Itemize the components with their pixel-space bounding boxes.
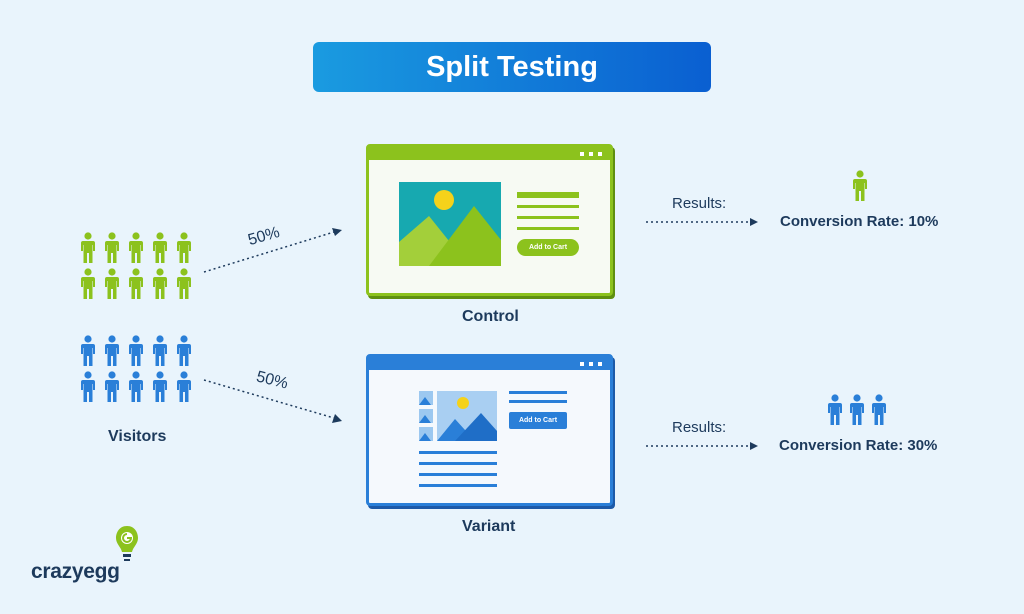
person-icon [172, 369, 196, 405]
lightbulb-logo-icon [116, 526, 138, 561]
person-icon [871, 394, 887, 431]
control-add-to-cart-button[interactable]: Add to Cart [517, 239, 579, 256]
variant-split-arrow [203, 379, 342, 423]
visitors-label: Visitors [108, 428, 167, 445]
control-page-window: Add to Cart [366, 144, 613, 296]
person-icon [124, 266, 148, 302]
person-icon [148, 333, 172, 369]
person-icon [124, 230, 148, 266]
minimize-icon [580, 361, 584, 366]
variant-hero-image-icon [437, 391, 497, 441]
close-icon [598, 151, 602, 156]
variant-window-titlebar [369, 357, 610, 370]
minimize-icon [580, 151, 584, 156]
person-icon [148, 266, 172, 302]
control-text-line [517, 192, 579, 198]
control-text-line [517, 227, 579, 230]
person-icon [852, 170, 868, 207]
person-icon [148, 369, 172, 405]
green-visitor-group [76, 230, 196, 302]
person-icon [827, 394, 843, 431]
title-banner: Split Testing [313, 42, 711, 92]
control-hero-image-icon [399, 182, 501, 266]
variant-text-line [509, 400, 567, 403]
person-icon [172, 230, 196, 266]
control-split-arrow [203, 228, 342, 273]
variant-text-line [419, 473, 497, 476]
control-converted-visitors [852, 170, 874, 207]
person-icon [100, 369, 124, 405]
control-window-titlebar [369, 147, 610, 160]
person-icon [172, 333, 196, 369]
blue-visitor-group [76, 333, 196, 405]
person-icon [849, 394, 865, 431]
person-icon [100, 266, 124, 302]
close-icon [598, 361, 602, 366]
person-icon [124, 369, 148, 405]
person-icon [76, 333, 100, 369]
person-icon [148, 230, 172, 266]
variant-text-line [509, 391, 567, 394]
control-text-line [517, 216, 579, 219]
variant-text-line [419, 451, 497, 454]
person-icon [100, 230, 124, 266]
control-results-label: Results: [672, 195, 727, 212]
variant-label: Variant [462, 518, 516, 535]
control-results-arrow [646, 218, 758, 226]
person-icon [124, 333, 148, 369]
person-icon [76, 266, 100, 302]
variant-thumbnail-icons [419, 391, 433, 441]
person-icon [76, 230, 100, 266]
person-icon [100, 333, 124, 369]
variant-text-line [419, 484, 497, 487]
variant-results-label: Results: [672, 419, 727, 436]
maximize-icon [589, 151, 593, 156]
person-icon [172, 266, 196, 302]
variant-conversion-rate: Conversion Rate: 30% [779, 437, 938, 454]
control-label: Control [462, 308, 519, 325]
variant-converted-visitors [827, 394, 893, 431]
page-title: Split Testing [426, 50, 598, 83]
control-conversion-rate: Conversion Rate: 10% [780, 213, 939, 230]
person-icon [76, 369, 100, 405]
maximize-icon [589, 361, 593, 366]
variant-text-line [419, 462, 497, 465]
crazyegg-logo: crazyegg [31, 560, 120, 583]
variant-add-to-cart-button[interactable]: Add to Cart [509, 412, 567, 429]
control-text-line [517, 205, 579, 208]
variant-page-window: Add to Cart [366, 354, 613, 506]
variant-results-arrow [646, 442, 758, 450]
